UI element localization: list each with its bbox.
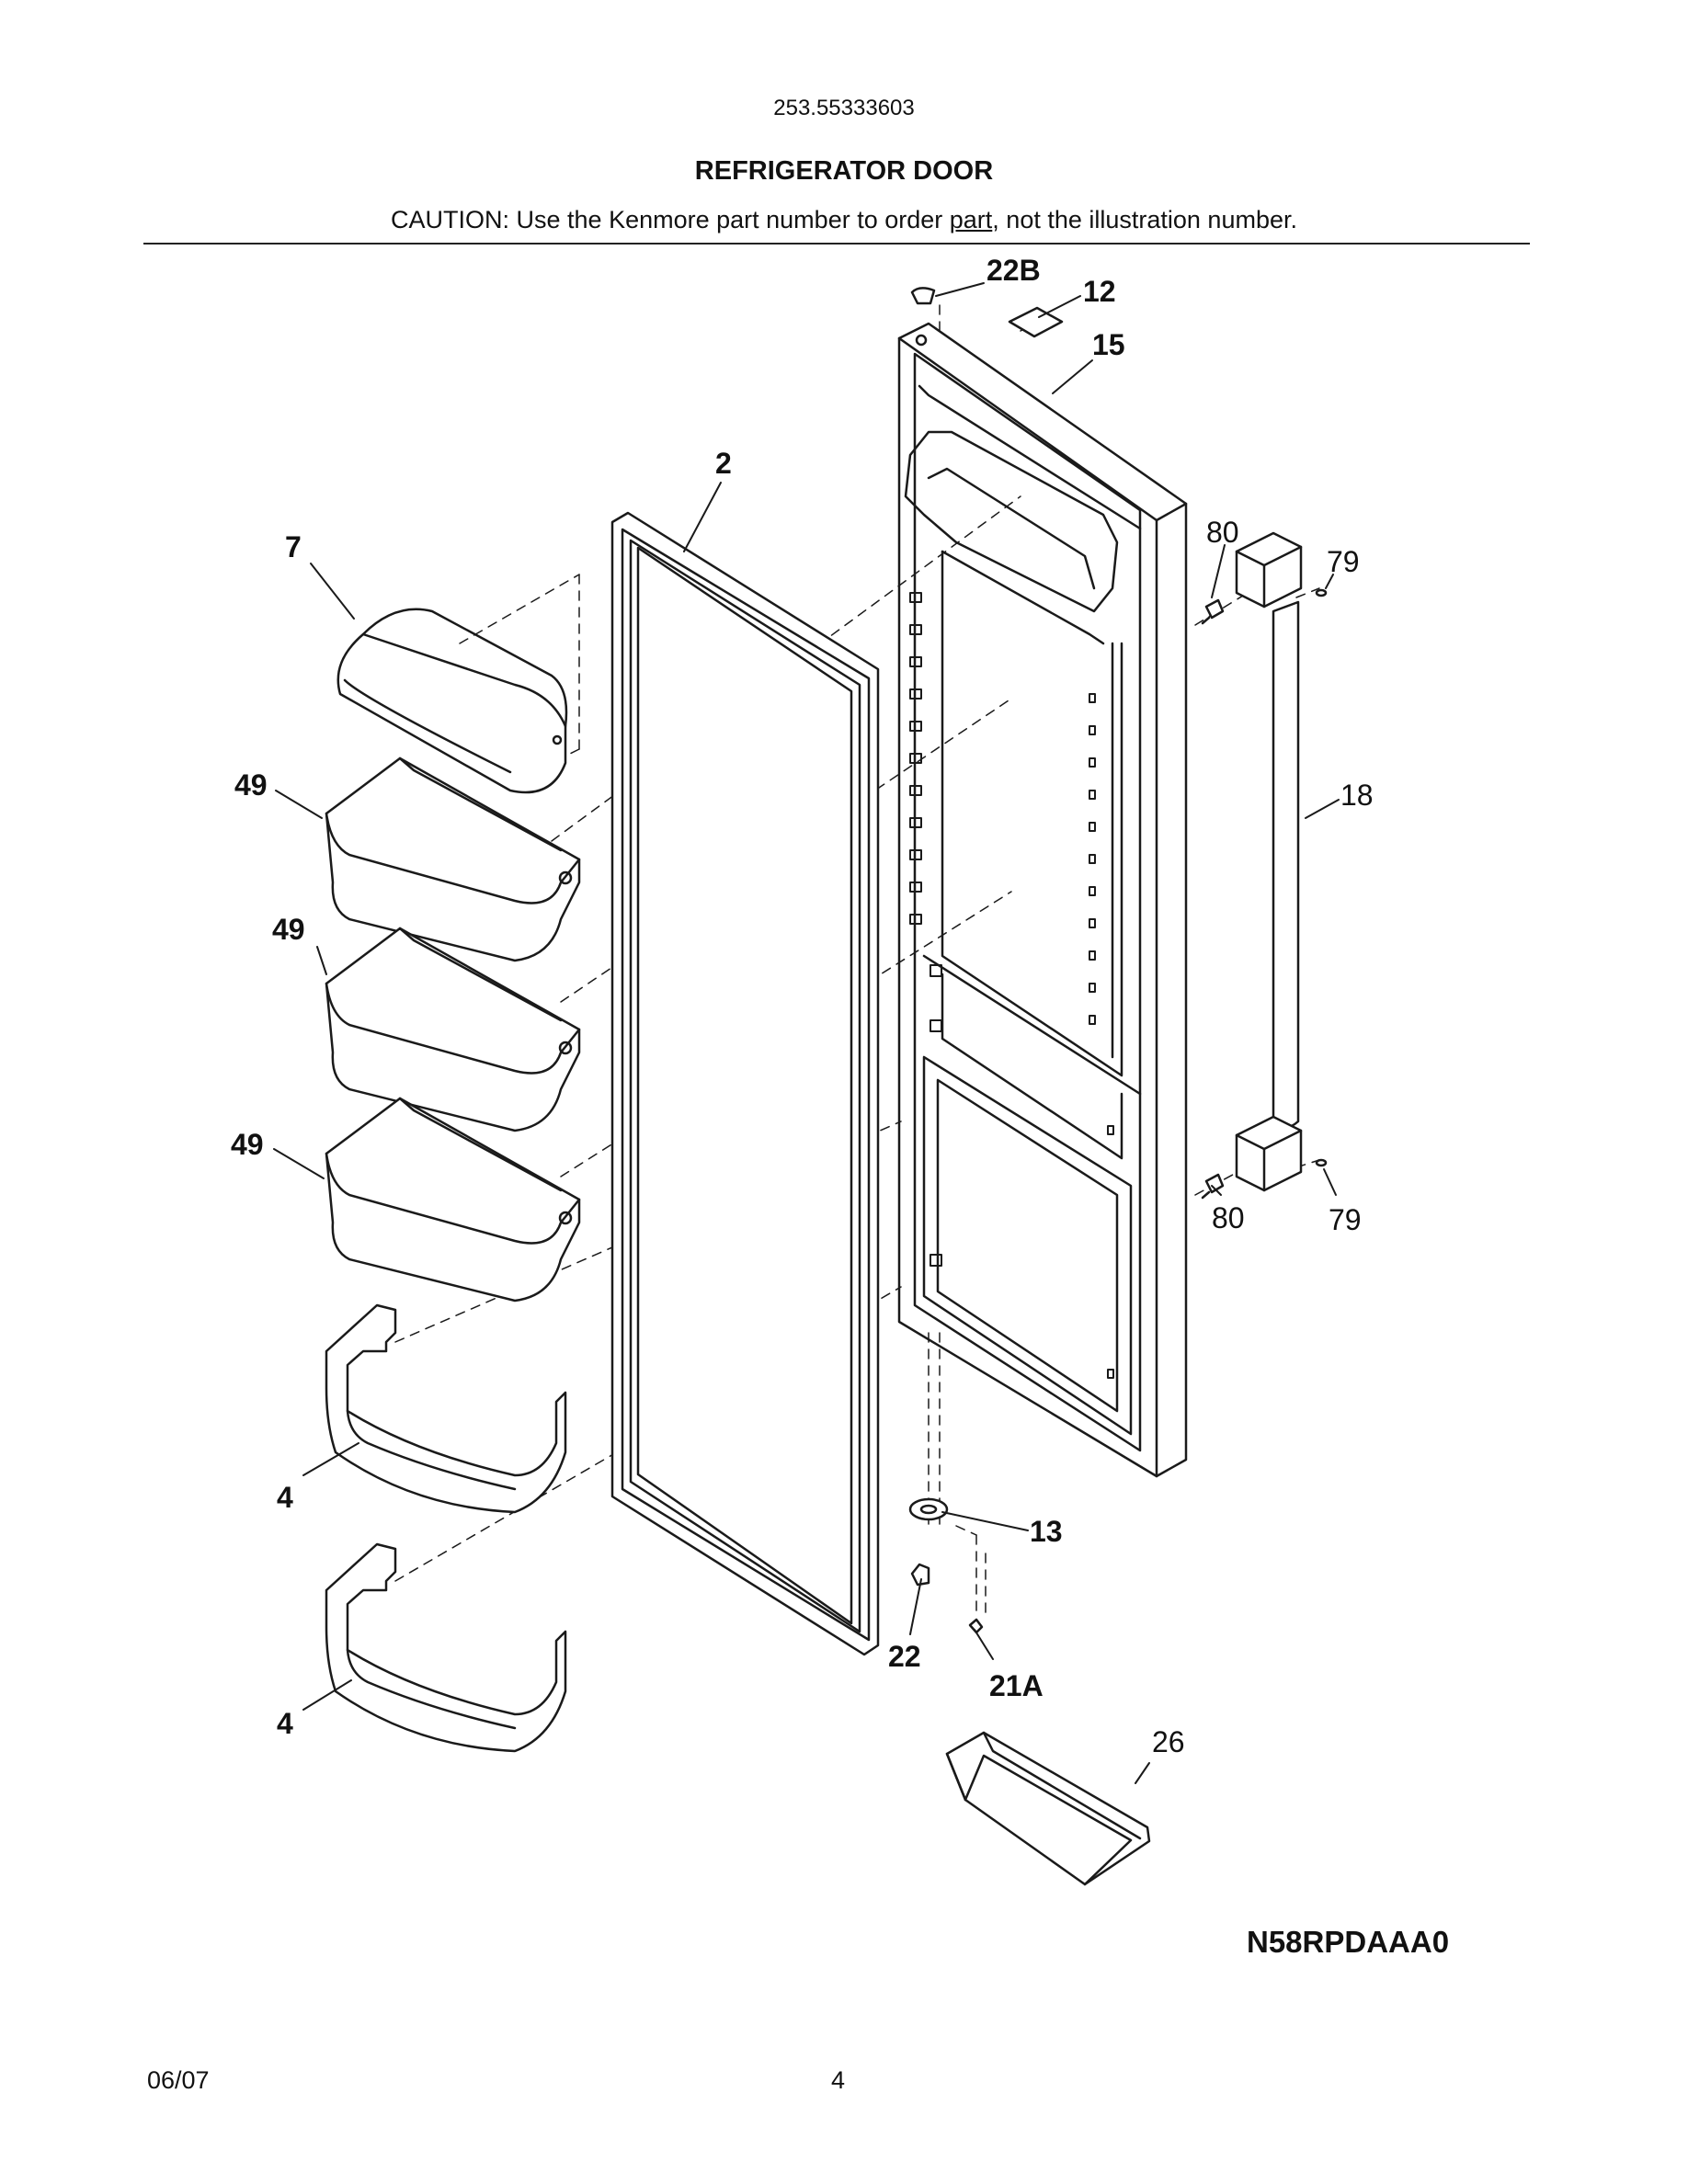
callout-15: 15 xyxy=(1092,328,1125,361)
callout-22: 22 xyxy=(888,1640,921,1673)
door-shelf-supports xyxy=(909,592,942,1267)
door-gasket xyxy=(610,511,880,1656)
model-number: 253.55333603 xyxy=(773,96,915,120)
callout-79-bottom: 79 xyxy=(1329,1203,1362,1236)
door-bin-top xyxy=(325,756,581,962)
page-number: 4 xyxy=(831,2066,846,2094)
door-handle xyxy=(1235,531,1303,1192)
callout-2: 2 xyxy=(715,447,732,480)
caution-suffix: , not the illustration number. xyxy=(992,206,1297,233)
callout-13: 13 xyxy=(1030,1515,1063,1548)
callout-leaders xyxy=(273,282,1340,1784)
door-bin-middle xyxy=(325,927,581,1132)
callout-26: 26 xyxy=(1152,1725,1185,1758)
callout-80-bottom: 80 xyxy=(1212,1201,1245,1234)
handle-screws xyxy=(1201,588,1328,1200)
callout-21A: 21A xyxy=(989,1669,1044,1702)
page-title: REFRIGERATOR DOOR xyxy=(694,156,994,186)
lower-door-bin-1 xyxy=(325,1303,567,1514)
callout-79-top: 79 xyxy=(1327,545,1360,578)
revision-date: 06/07 xyxy=(147,2066,210,2094)
callout-4-upper: 4 xyxy=(277,1481,293,1514)
callout-49-middle: 49 xyxy=(272,913,305,946)
callout-12: 12 xyxy=(1083,275,1116,308)
header-rule xyxy=(143,243,1530,245)
callout-4-lower: 4 xyxy=(277,1707,293,1740)
caution-note: CAUTION: Use the Kenmore part number to … xyxy=(0,206,1688,234)
callout-7: 7 xyxy=(285,530,302,563)
door-bin-bottom xyxy=(325,1097,581,1302)
lower-door-bin-2 xyxy=(325,1542,567,1753)
hinge-parts xyxy=(908,287,1064,1634)
callout-80-top: 80 xyxy=(1206,516,1239,549)
caution-prefix: CAUTION: Use the Kenmore part number to … xyxy=(391,206,950,233)
callout-22B: 22B xyxy=(987,254,1041,287)
butter-compartment xyxy=(336,608,568,794)
callout-labels: 22B 12 15 2 7 80 79 49 18 49 49 80 79 4 … xyxy=(231,254,1374,1758)
refrigerator-door xyxy=(897,322,1188,1478)
diagram-code: N58RPDAAA0 xyxy=(1247,1925,1450,1959)
callout-18: 18 xyxy=(1340,779,1374,812)
door-rail-studs xyxy=(1089,693,1114,1379)
callout-49-bottom: 49 xyxy=(231,1128,264,1161)
ice-bin xyxy=(945,1731,1151,1886)
callout-49-top: 49 xyxy=(234,768,268,802)
caution-link: part xyxy=(949,206,993,233)
